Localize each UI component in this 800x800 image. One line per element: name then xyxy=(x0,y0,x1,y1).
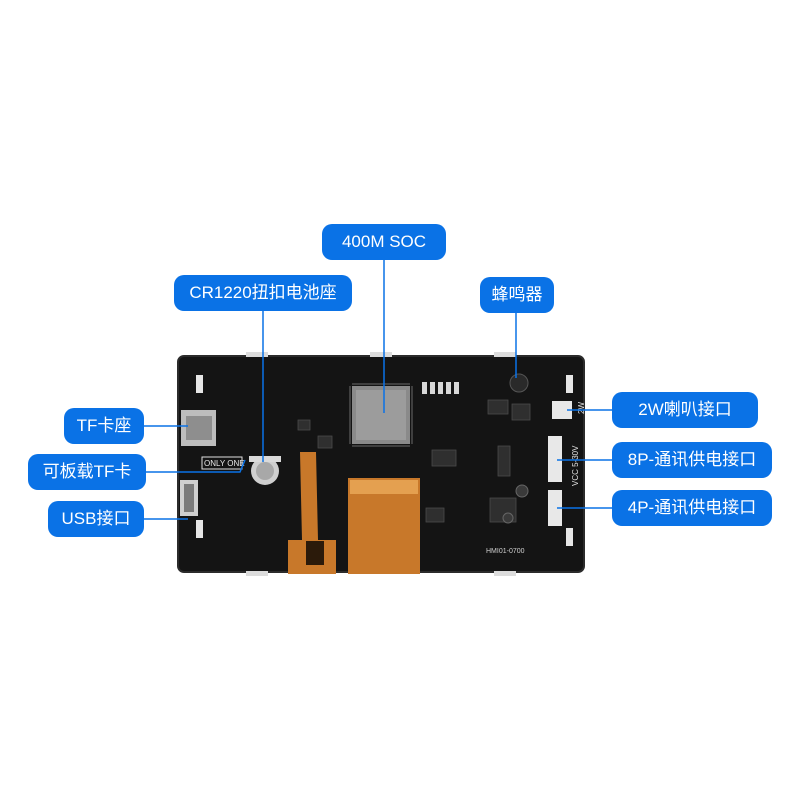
flex-cable-left-chip xyxy=(306,541,324,565)
flex-cable-main-connector xyxy=(350,480,418,494)
callout-usb: USB接口 xyxy=(48,501,144,537)
edge-tab xyxy=(494,352,516,357)
mount-tab xyxy=(196,520,203,538)
callout-4p-port: 4P-通讯供电接口 xyxy=(612,490,772,526)
speaker-silkscreen: 2W xyxy=(577,402,586,414)
callout-buzzer: 蜂鸣器 xyxy=(480,277,554,313)
capacitor-component xyxy=(515,484,529,498)
mount-tab xyxy=(196,375,203,393)
callout-onboard-tf: 可板载TF卡 xyxy=(28,454,146,490)
edge-tab xyxy=(494,571,516,576)
buzzer-component xyxy=(509,373,529,393)
callout-speaker-port: 2W喇叭接口 xyxy=(612,392,758,428)
edge-tab xyxy=(246,352,268,357)
edge-tab xyxy=(370,352,392,357)
only-one-text: ONLY ONE xyxy=(204,459,245,468)
mount-tab xyxy=(566,528,573,546)
battery-holder-center xyxy=(256,462,274,480)
callout-soc: 400M SOC xyxy=(322,224,446,260)
ram-chips xyxy=(422,382,459,394)
callout-8p-port: 8P-通讯供电接口 xyxy=(612,442,772,478)
mount-tab xyxy=(566,375,573,393)
edge-tab xyxy=(246,571,268,576)
usb-port-inner xyxy=(184,484,194,512)
model-silkscreen: HMI01-0700 xyxy=(486,548,525,555)
leader-lines xyxy=(143,260,612,520)
soc-chip-die xyxy=(356,390,406,440)
board-body xyxy=(178,356,584,572)
callout-battery-holder: CR1220扭扣电池座 xyxy=(174,275,352,311)
callout-tf-socket: TF卡座 xyxy=(64,408,144,444)
vcc-silkscreen: VCC 5-30V xyxy=(571,445,580,486)
connector-4p xyxy=(548,490,562,526)
connector-8p xyxy=(548,436,562,482)
soc-pins xyxy=(349,383,413,447)
only-one-box xyxy=(201,456,243,470)
speaker-connector xyxy=(552,401,572,419)
battery-holder-tab xyxy=(249,456,281,462)
capacitor-component xyxy=(502,512,514,524)
tf-socket-slot xyxy=(186,416,212,440)
